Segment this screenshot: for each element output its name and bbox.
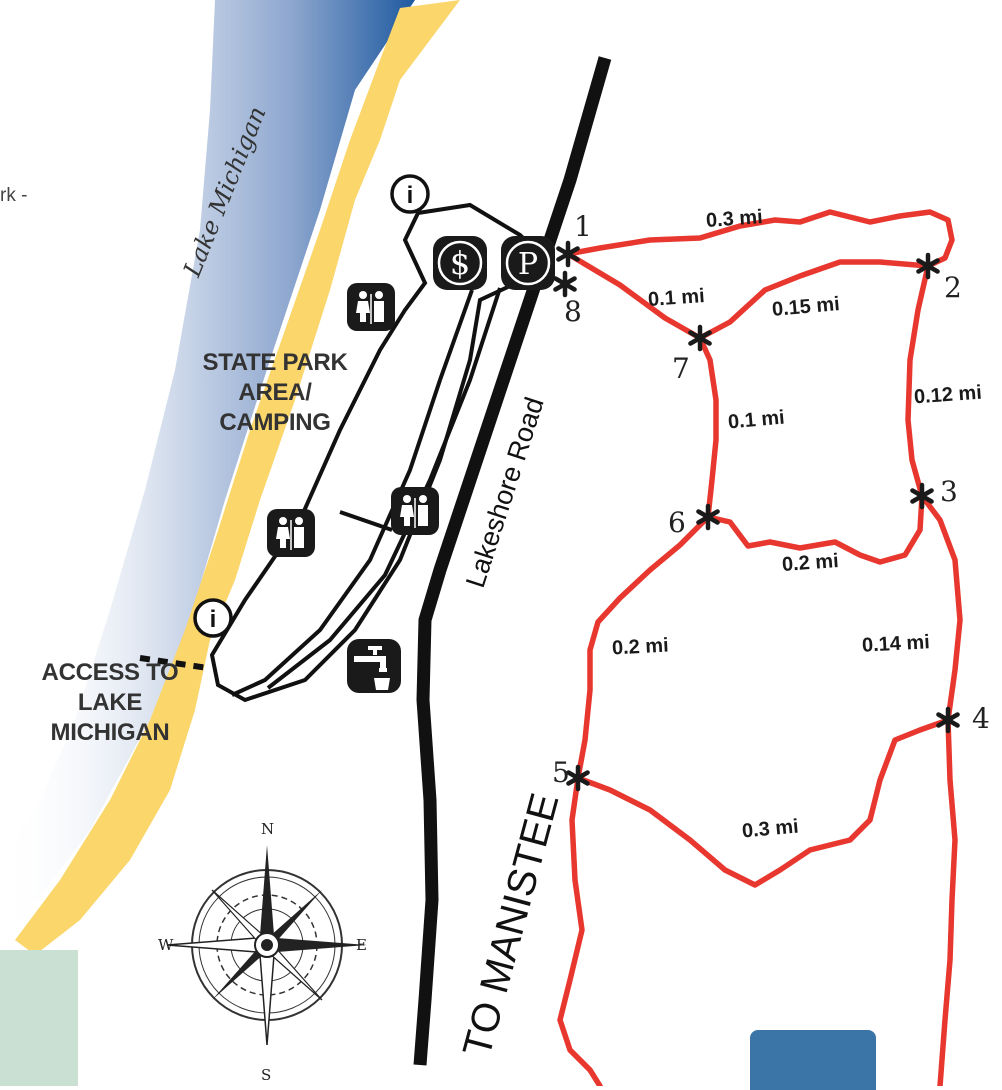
beach-sand [15,0,460,955]
trail-7-2 [697,259,931,341]
info-icon: i [390,174,430,214]
campground-connector [339,510,393,532]
waypoint-5-marker [566,764,590,792]
trail-5-4 [575,717,951,888]
distance-5-4: 0.3 mi [741,815,800,843]
distance-1-2: 0.3 mi [705,206,764,232]
waypoint-6-marker [696,503,720,531]
waypoint-7-marker [688,324,712,352]
water-tap-icon [347,639,401,693]
waypoint-1-marker [556,240,580,268]
trail-6-3 [705,493,925,565]
trail-2-3 [905,263,931,499]
distance-2-3: 0.12 mi [913,381,983,409]
waypoint-5-label: 5 [552,756,570,789]
waypoint-4-label: 4 [972,702,990,735]
trail-5-south [557,775,603,1086]
legend-panel-edge [0,950,78,1086]
trail-4-south [937,717,958,1086]
waypoint-2-marker [916,252,940,280]
access-label-line: MICHIGAN [50,719,170,746]
cutoff-text: rk - [0,185,28,206]
svg-text:P: P [518,247,538,282]
compass-west: W [158,936,174,954]
trail-6-5 [575,514,711,781]
waypoint-3-label: 3 [940,475,958,508]
area-label-line: AREA/ [238,379,312,406]
trail-7-6 [697,335,719,520]
waypoint-4-marker [936,706,960,734]
svg-text:i: i [210,606,217,633]
waypoint-7-label: 7 [672,352,690,385]
distance-3-4: 0.14 mi [861,631,931,657]
waypoint-8-label: 8 [564,295,582,328]
trail-3-4 [919,493,963,723]
trail-8-7 [565,251,703,341]
distance-8-7: 0.1 mi [647,285,706,311]
waypoint-2-label: 2 [944,271,962,304]
compass-east: E [356,936,367,954]
access-label-line: LAKE [77,689,143,716]
panel-tab [750,1030,876,1090]
fee-icon: $ [433,236,487,290]
waypoint-3-marker [910,482,934,510]
distance-6-3: 0.2 mi [781,550,840,576]
distance-7-6: 0.1 mi [727,406,786,434]
area-label-line: STATE PARK [202,349,348,376]
parking-icon: P [501,236,555,290]
compass-south: S [261,1066,272,1084]
waypoint-8-marker [553,270,577,298]
access-path [139,655,209,671]
trail-1-2 [565,209,955,269]
access-label: ACCESS TO LAKE MICHIGAN [20,658,200,748]
info-icon: i [193,598,233,638]
campground-lane [231,289,474,697]
distance-6-5: 0.2 mi [611,634,670,660]
svg-text:$: $ [450,244,470,282]
compass-rose [166,845,367,1046]
waypoint-6-label: 6 [668,506,686,539]
svg-text:i: i [407,182,414,209]
lake-water [0,0,415,960]
restroom-icon [347,283,395,331]
access-label-line: ACCESS TO [41,659,179,686]
compass-north: N [261,820,275,838]
campground-loop [209,202,552,703]
area-label-line: CAMPING [219,409,331,436]
restroom-icon [391,487,439,535]
restroom-icon [267,509,315,557]
waypoint-1-label: 1 [574,210,592,243]
state-park-area-label: STATE PARK AREA/ CAMPING [180,348,370,438]
